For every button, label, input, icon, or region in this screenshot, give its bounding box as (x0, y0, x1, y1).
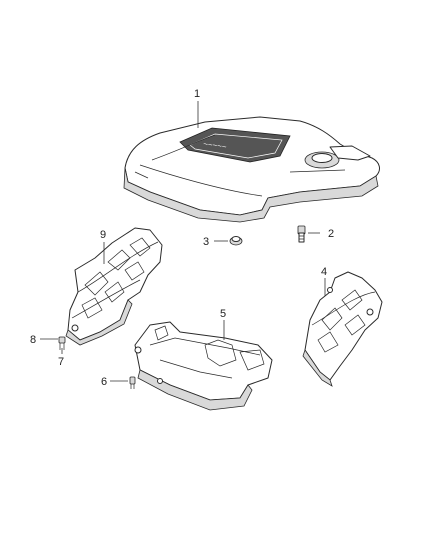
callout-2: 2 (328, 228, 334, 240)
callout-5: 5 (220, 308, 226, 320)
engine-cover-part: ~~~~~ (123, 116, 380, 223)
right-insulator-part (302, 271, 383, 387)
callout-4: 4 (321, 266, 327, 278)
stud-bolt-part (297, 225, 306, 243)
callout-8: 8 (30, 334, 36, 346)
callout-6: 6 (101, 376, 107, 388)
left-insulator-part (65, 227, 163, 346)
callout-9: 9 (100, 229, 106, 241)
callout-7: 7 (58, 356, 64, 368)
small-stud-part (129, 376, 136, 389)
leader-lines (40, 101, 326, 382)
clip-part (58, 336, 66, 350)
grommet-part (229, 236, 243, 246)
lower-shield-part (134, 321, 273, 411)
callout-1: 1 (194, 88, 200, 100)
callout-3: 3 (203, 236, 209, 248)
svg-text:~~~~~: ~~~~~ (203, 139, 228, 151)
